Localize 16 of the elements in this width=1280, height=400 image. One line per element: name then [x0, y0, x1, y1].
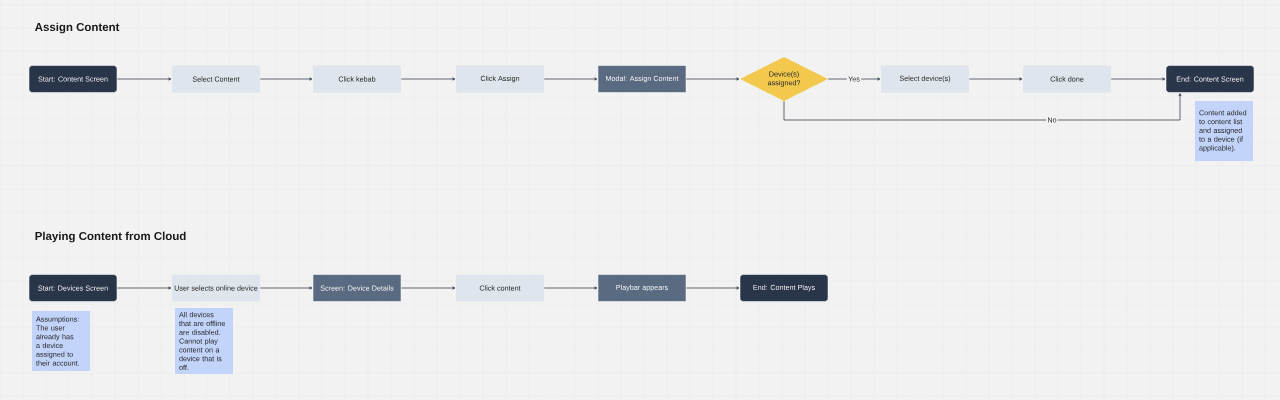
arrow: [1110, 77, 1166, 81]
arrow: [685, 77, 740, 81]
section-title: Assign Content: [35, 22, 120, 34]
arrow: [827, 77, 881, 81]
arrow: [116, 77, 172, 81]
arrow: [116, 286, 172, 290]
arrow: [685, 286, 740, 290]
arrow: [783, 93, 1182, 121]
arrow: [968, 77, 1023, 81]
arrow: [400, 286, 456, 290]
arrow: [259, 77, 313, 81]
section-title: Playing Content from Cloud: [35, 231, 186, 243]
arrow: [259, 286, 313, 290]
arrow: [543, 286, 598, 290]
arrow: [543, 77, 598, 81]
arrow: [400, 77, 456, 81]
